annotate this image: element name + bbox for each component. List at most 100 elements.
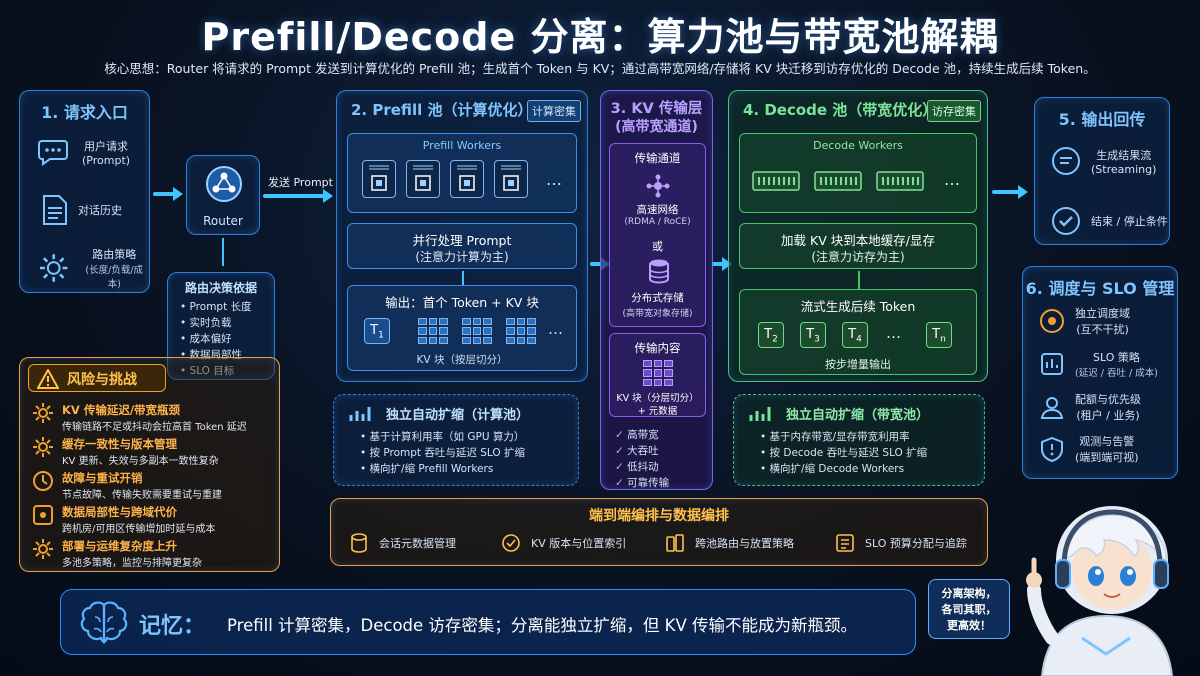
risk-item: 故障与重试开销节点故障、传输失败需要重试与重建 — [32, 470, 222, 501]
gear-icon — [33, 539, 53, 559]
routing-basis-item: • 成本偏好 — [180, 333, 232, 345]
token-tn: Tn — [926, 322, 952, 348]
kv-check-item: ✓ 高带宽 — [615, 429, 659, 441]
bubble-line3: 更高效！ — [947, 619, 991, 632]
request-entry-title: 1. 请求入口 — [41, 103, 128, 122]
page-title: Prefill/Decode 分离：算力池与带宽池解耦 — [201, 15, 999, 59]
user-icon — [1040, 397, 1064, 419]
prefill-process-box: 并行处理 Prompt (注意力计算为主) — [347, 223, 577, 269]
decode-load-line1: 加载 KV 块到本地缓存/显存 — [781, 233, 935, 248]
request-item-routing: 路由策略(长度/负载/成本) — [38, 246, 149, 290]
kv-check-item: ✓ 低抖动 — [615, 461, 659, 473]
token-t3: T3 — [800, 322, 826, 348]
speech-bubble: 分离架构， 各司其职， 更高效！ — [928, 579, 1010, 639]
workers-ellipsis: … — [944, 170, 960, 189]
orchestration-item: 跨池路由与放置策略 — [665, 533, 794, 553]
decode-load-box: 加载 KV 块到本地缓存/显存 (注意力访存为主) — [739, 223, 977, 269]
memory-label: 记忆： — [139, 614, 206, 639]
domain-icon — [1040, 309, 1064, 333]
kv-title-line2: (高带宽通道) — [615, 119, 698, 135]
risk-desc: 传输链路不足或抖动会拉高首 Token 延迟 — [62, 422, 247, 433]
bubble-line1: 分离架构， — [941, 587, 997, 600]
routing-icon — [666, 534, 684, 552]
decode-flow-line — [858, 271, 860, 289]
token-t4: T4 — [842, 322, 868, 348]
kv-ellipsis: … — [548, 320, 563, 338]
prefill-process-line2: (注意力计算为主) — [415, 250, 509, 264]
orchestration-item-label: KV 版本与位置索引 — [531, 537, 627, 550]
request-item-label: 用户请求 — [84, 139, 129, 153]
slo-panel: 6. 调度与 SLO 管理 独立调度域(互不干扰) SLO 策略 (延迟 / 吞吐… — [1022, 266, 1178, 479]
orchestration-panel: 端到端编排与数据编排 会话元数据管理 KV 版本与位置索引 跨池路由与放置策略 … — [330, 498, 988, 566]
output-item-stream: 生成结果流(Streaming) — [1051, 146, 1156, 176]
kv-check-item: ✓ 可靠传输 — [615, 477, 670, 489]
decode-autoscale-title: 独立自动扩缩（带宽池） — [786, 408, 930, 423]
decode-pool-panel: 4. Decode 池（带宽优化） 访存密集 Decode Workers … … — [728, 90, 988, 382]
prefill-title: 2. Prefill 池（计算优化） — [351, 101, 533, 119]
arrow-kv-to-decode — [712, 257, 732, 271]
output-item-stop: 结束 / 停止条件 — [1051, 206, 1168, 236]
request-item-label: 路由策略 — [92, 248, 137, 261]
gear-icon — [33, 437, 53, 457]
orchestration-item: 会话元数据管理 — [349, 533, 456, 553]
slo-item: 独立调度域(互不干扰) — [1039, 305, 1130, 337]
arrow-entry-to-router — [153, 187, 183, 201]
prefill-flow-line — [462, 271, 464, 285]
routing-basis-item: • 实时负载 — [180, 317, 232, 329]
prefill-autoscale-item: • 横向扩/缩 Prefill Workers — [360, 463, 494, 475]
document-icon — [43, 195, 67, 225]
slo-title: 6. 调度与 SLO 管理 — [1025, 279, 1175, 298]
kv-content-line1: KV 块（分层切分） — [616, 393, 699, 404]
prefill-workers-box: Prefill Workers … — [347, 133, 577, 213]
risk-title: 部署与运维复杂度上升 — [62, 539, 177, 553]
prefill-tag: 计算密集 — [527, 100, 581, 122]
output-item-label: 结束 / 停止条件 — [1091, 215, 1168, 228]
risk-desc: 节点故障、传输失败需要重试与重建 — [62, 490, 222, 501]
kv-channel-title: 传输通道 — [634, 151, 681, 165]
decode-stream-label: 流式生成后续 Token — [800, 299, 916, 314]
workers-ellipsis: … — [546, 170, 562, 189]
brain-icon — [80, 601, 128, 644]
gpu-icon — [362, 160, 396, 198]
kv-block-label: KV 块（按层切分） — [416, 354, 508, 366]
kv-store-sub: (高带宽对象存储) — [622, 309, 693, 319]
kv-store-label: 分布式存储 — [631, 292, 684, 304]
output-panel: 5. 输出回传 生成结果流(Streaming) 结束 / 停止条件 — [1034, 97, 1170, 245]
request-item-prompt: 用户请求(Prompt) — [38, 137, 130, 167]
prefill-autoscale-panel: 独立自动扩缩（计算池） • 基于计算利用率（如 GPU 算力） • 按 Prom… — [333, 394, 579, 486]
risks-header: 风险与挑战 — [28, 364, 166, 392]
decode-stream-box: 流式生成后续 Token T2 T3 T4 … Tn 按步增量输出 — [739, 289, 977, 375]
slo-item-sub: (互不干扰) — [1076, 323, 1129, 336]
request-item-history: 对话历史 — [42, 194, 122, 226]
locality-icon — [33, 505, 53, 525]
token-t2: T2 — [758, 322, 784, 348]
risk-desc: KV 更新、失效与多副本一致性复杂 — [62, 456, 219, 467]
policy-icon — [1041, 353, 1063, 375]
request-entry-panel: 1. 请求入口 用户请求(Prompt) 对话历史 路由策略(长度/负载/成本) — [19, 90, 150, 293]
risk-item: 数据局部性与跨域代价跨机房/可用区传输增加时延与成本 — [32, 504, 215, 535]
routing-basis-item: • 数据局部性 — [180, 349, 243, 361]
stream-icon — [1052, 147, 1080, 175]
prefill-workers-label: Prefill Workers — [422, 139, 502, 152]
output-title: 5. 输出回传 — [1058, 110, 1146, 129]
orchestration-item-label: SLO 预算分配与追踪 — [865, 537, 967, 550]
prefill-pool-panel: 2. Prefill 池（计算优化） 计算密集 Prefill Workers … — [336, 90, 588, 382]
output-item-label: 生成结果流 — [1096, 148, 1152, 162]
database-icon — [649, 259, 669, 284]
orchestration-item-label: 跨池路由与放置策略 — [695, 537, 794, 550]
decode-autoscale-item: • 横向扩/缩 Decode Workers — [760, 463, 905, 475]
metadata-icon — [351, 533, 367, 553]
request-item-sub: (Prompt) — [82, 153, 131, 167]
slo-item-sub: (延迟 / 吞吐 / 成本) — [1075, 368, 1158, 379]
gpu-icon — [450, 160, 484, 198]
slo-item-label: SLO 策略 — [1093, 351, 1140, 364]
token-ellipsis: … — [886, 324, 901, 342]
decode-workers-label: Decode Workers — [813, 139, 903, 152]
memory-text: Prefill 计算密集，Decode 访存密集；分离能独立扩缩，但 KV 传输… — [227, 616, 858, 635]
risk-title: KV 传输延迟/带宽瓶颈 — [62, 403, 181, 417]
slo-item: 配额与优先级(租户 / 业务) — [1039, 391, 1141, 423]
decode-load-line2: (注意力访存为主) — [811, 250, 905, 264]
decode-tag: 访存密集 — [927, 100, 981, 122]
kv-block-icon — [418, 318, 448, 344]
